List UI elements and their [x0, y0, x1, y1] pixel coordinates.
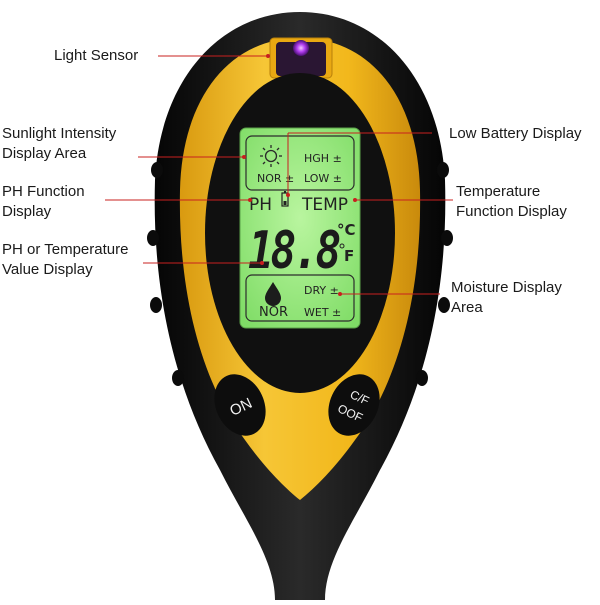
label-ph-line1: PH Function [2, 183, 85, 200]
label-moisture-line1: Moisture Display [451, 279, 562, 296]
leader-lines [105, 54, 453, 296]
label-temp-line2: Function Display [456, 203, 567, 220]
cf-button[interactable]: C/F OOF [319, 366, 390, 444]
lcd-unit-f: F [344, 247, 354, 265]
lcd-temp: TEMP [301, 195, 348, 215]
label-low-battery: Low Battery Display [449, 124, 582, 144]
lcd-screen [239, 127, 361, 329]
label-sunlight-line1: Sunlight Intensity [2, 125, 117, 142]
lcd-nor-bottom: NOR [259, 305, 288, 320]
light-sensor-lens [276, 42, 326, 76]
label-light-sensor-text: Light Sensor [54, 47, 139, 64]
label-light-sensor: Light Sensor [54, 46, 138, 66]
label-value-line2: Value Display [2, 261, 93, 278]
lcd-nor-top: NOR ± [257, 172, 294, 185]
label-moisture-display: Moisture Display Area [451, 278, 562, 318]
light-sensor-led [293, 40, 309, 56]
sun-icon [260, 145, 282, 167]
label-temp-line1: Temperature [456, 183, 541, 200]
lcd-ph: PH [249, 195, 272, 215]
lcd-low: LOW ± [304, 172, 342, 185]
side-grip-bumps [147, 162, 453, 386]
lcd-wet: WET ± [304, 306, 341, 319]
label-ph-function: PH Function Display [2, 182, 85, 222]
label-sunlight-intensity: Sunlight Intensity Display Area [2, 124, 116, 164]
lcd-degree-f-mark [339, 243, 345, 249]
lcd-value-digits: 18.8 [248, 221, 339, 281]
label-sunlight-line2: Display Area [2, 145, 87, 162]
label-value-display: PH or Temperature Value Display [2, 240, 128, 280]
lcd-moisture-box [245, 274, 355, 322]
label-temperature-function: Temperature Function Display [456, 182, 567, 222]
lcd-unit-c: °C [337, 221, 356, 239]
battery-icon [281, 191, 289, 207]
label-low-battery-text: Low Battery Display [449, 125, 582, 142]
label-value-line1: PH or Temperature [2, 241, 129, 258]
label-moisture-line2: Area [451, 299, 483, 316]
lcd-dry: DRY ± [304, 284, 339, 297]
lcd-sunlight-box [245, 135, 355, 191]
on-button[interactable]: ON [205, 366, 276, 444]
label-ph-line2: Display [2, 203, 52, 220]
water-drop-icon [265, 282, 281, 306]
lcd-hgh: HGH ± [304, 152, 342, 165]
